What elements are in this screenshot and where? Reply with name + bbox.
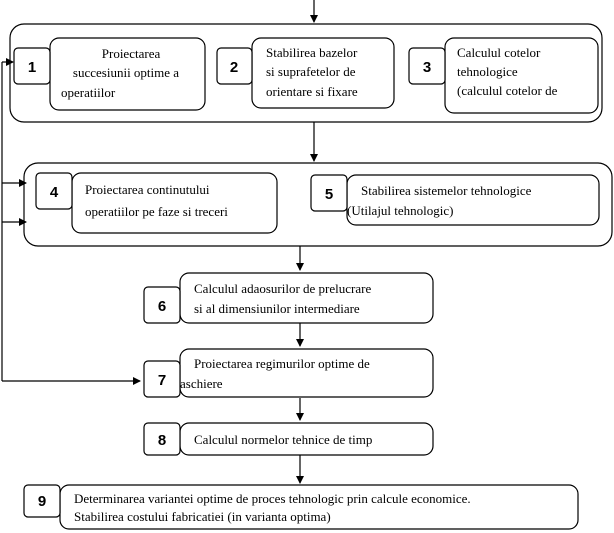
stage-8-number: 8 bbox=[158, 432, 166, 449]
stage-8-label-line-1: Calculul normelor tehnice de timp bbox=[194, 432, 372, 447]
stage-5-number: 5 bbox=[325, 186, 333, 203]
stage-2-label-line-2: si suprafetelor de bbox=[266, 64, 356, 79]
stage-6-number: 6 bbox=[158, 298, 166, 315]
stage-2-number-box bbox=[216, 47, 253, 85]
stage-1-number: 1 bbox=[28, 59, 36, 76]
stage-8-number-box bbox=[143, 422, 181, 456]
stage-4-number-box bbox=[35, 172, 73, 210]
stage-5-label-line-1: Stabilirea sistemelor tehnologice bbox=[361, 183, 532, 198]
stage-9-label-line-2: Stabilirea costului fabricatiei (in vari… bbox=[74, 509, 331, 524]
stage-5-number-box bbox=[310, 174, 348, 212]
stage-2-label-line-3: orientare si fixare bbox=[266, 84, 358, 99]
stage-4-label-line-2: operatiilor pe faze si treceri bbox=[85, 204, 228, 219]
stage-1-label-line-3: operatiilor bbox=[61, 85, 116, 100]
stage-4-number: 4 bbox=[50, 184, 59, 201]
stage-6-label-line-1: Calculul adaosurilor de prelucrare bbox=[194, 281, 371, 296]
stage-3-label-line-2: tehnologice bbox=[457, 64, 518, 79]
stage-1-label-line-1: Proiectarea bbox=[102, 46, 161, 61]
stage-9-label-line-1: Determinarea variantei optime de proces … bbox=[74, 491, 471, 506]
stage-3-number-box bbox=[408, 47, 446, 85]
stage-4-label-line-1: Proiectarea continutului bbox=[85, 182, 210, 197]
stage-5-label-line-2: (Utilajul tehnologic) bbox=[347, 203, 454, 218]
stage-7-number: 7 bbox=[158, 372, 166, 389]
stage-1-label-line-2: succesiunii optime a bbox=[73, 65, 179, 80]
stage-7-label-line-2: aschiere bbox=[180, 376, 223, 391]
stage-3-number: 3 bbox=[423, 59, 431, 76]
stage-1-number-box bbox=[13, 47, 51, 85]
stage-6-label-line-2: si al dimensiunilor intermediare bbox=[194, 301, 360, 316]
stage-6-number-box bbox=[143, 286, 181, 324]
stage-9-number-box bbox=[23, 484, 61, 518]
stage-7-number-box bbox=[143, 360, 181, 398]
stage-2-number: 2 bbox=[230, 59, 238, 76]
stage-9-number: 9 bbox=[38, 493, 46, 510]
stage-7-label-line-1: Proiectarea regimurilor optime de bbox=[194, 356, 370, 371]
stage-3-label-line-1: Calculul cotelor bbox=[457, 45, 541, 60]
stage-2-label-line-1: Stabilirea bazelor bbox=[266, 45, 358, 60]
stage-3-label-line-3: (calculul cotelor de bbox=[457, 83, 558, 98]
